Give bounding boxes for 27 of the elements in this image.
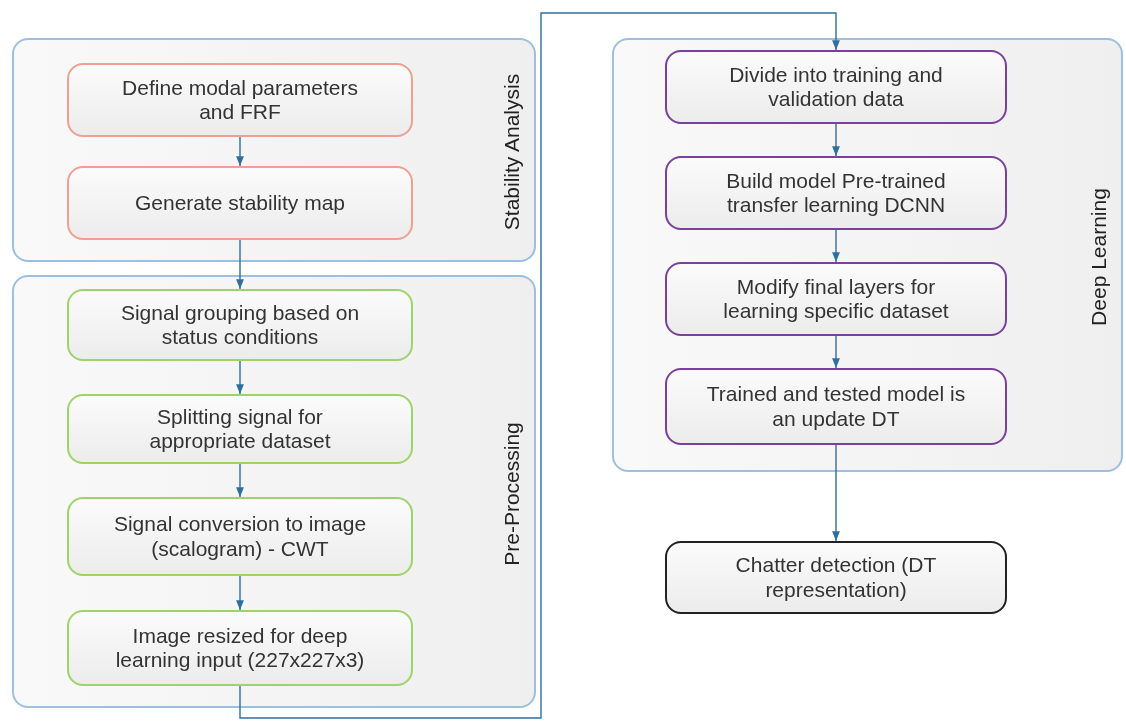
process-box: Define modal parameters and FRF [67,63,413,137]
process-box: Chatter detection (DT representation) [665,541,1007,614]
arrow [236,360,244,395]
group-panel [12,275,536,708]
process-box: Splitting signal for appropriate dataset [67,394,413,464]
arrow [236,463,244,498]
process-box: Divide into training and validation data [665,50,1007,124]
group-label: Deep Learning [1086,188,1111,326]
process-box: Trained and tested model is an update DT [665,368,1007,445]
arrow [832,335,840,369]
arrow [832,123,840,157]
arrow [832,229,840,263]
arrow [236,239,244,290]
process-box: Signal conversion to image (scalogram) - CWT [67,497,413,576]
arrow [832,444,840,542]
group-label: Stability Analysis [500,73,525,231]
arrow [236,575,244,611]
group-panel [612,38,1123,472]
process-box: Signal grouping based on status conditions [67,289,413,361]
process-box: Modify final layers for learning specific dataset [665,262,1007,336]
process-box: Build model Pre-trained transfer learning DCNN [665,156,1007,230]
group-label: Pre-Processing [499,421,524,566]
arrow [236,136,244,167]
group-panel [12,38,536,262]
process-box: Image resized for deep learning input (227x227x3) [67,610,413,686]
process-box: Generate stability map [67,166,413,240]
arrow [239,12,840,719]
